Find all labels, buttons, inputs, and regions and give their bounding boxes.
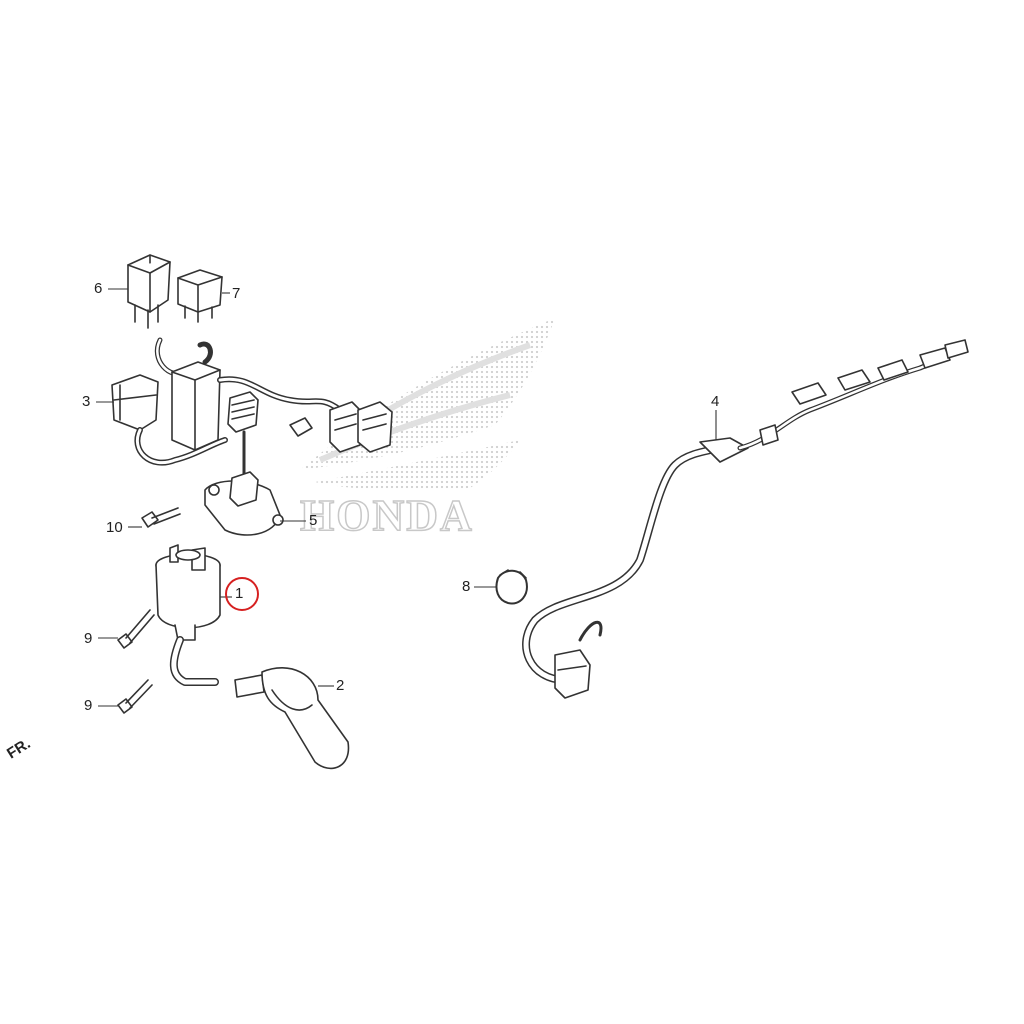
callout-9-lower: 9 xyxy=(84,697,93,714)
part-9-bolt-upper xyxy=(117,609,155,649)
callout-3: 3 xyxy=(82,393,91,410)
callout-9-upper: 9 xyxy=(84,630,93,647)
part-6-relay-block xyxy=(127,254,171,329)
part-9-bolt-lower xyxy=(117,679,153,714)
honda-wordmark: HONDA xyxy=(300,491,474,540)
part-2-spark-plug-cap xyxy=(234,667,350,770)
part-1-ignition-coil xyxy=(155,544,221,686)
part-10-bolt xyxy=(141,507,181,528)
callout-7: 7 xyxy=(232,285,241,302)
part-8-clamp xyxy=(495,569,528,605)
callout-10: 10 xyxy=(106,519,123,536)
callout-1: 1 xyxy=(235,585,244,602)
callout-6: 6 xyxy=(94,280,103,297)
leader-lines xyxy=(96,288,717,707)
part-4-main-harness xyxy=(522,339,969,699)
callout-8: 8 xyxy=(462,578,471,595)
highlight-circle xyxy=(225,577,259,611)
part-3-sub-harness xyxy=(111,337,393,480)
callout-5: 5 xyxy=(309,512,318,529)
callout-2: 2 xyxy=(336,677,345,694)
callout-4: 4 xyxy=(711,393,720,410)
part-5-sensor-module xyxy=(204,471,284,536)
part-7-relay xyxy=(177,269,223,323)
